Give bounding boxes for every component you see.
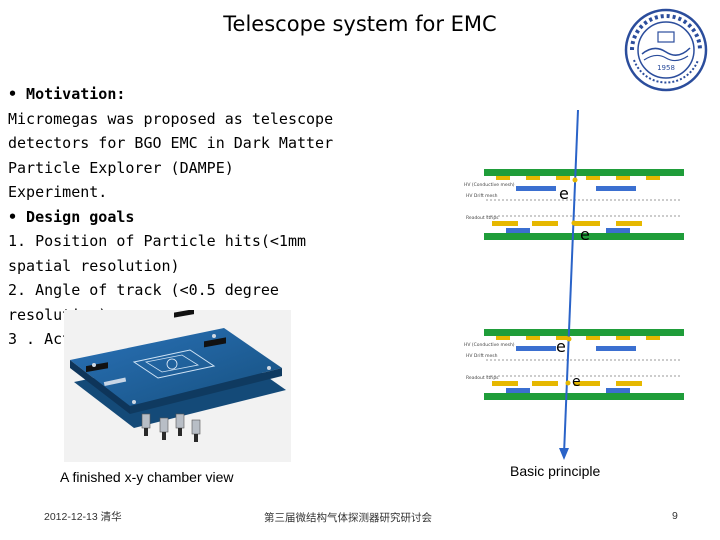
lower-top-board [484, 329, 684, 336]
hit-marker [566, 336, 572, 342]
upper-bottom-board [484, 233, 684, 240]
page-number: 9 [672, 510, 678, 522]
hit-marker [565, 380, 571, 386]
chamber-photo [64, 310, 291, 462]
layer-label-hv-lower: HV (Conductive mesh) [464, 342, 515, 348]
particle-track [563, 109, 579, 455]
university-logo: 1958 [624, 8, 708, 92]
lower-detector: HV (Conductive mesh) HV Drift mesh Reado… [464, 329, 684, 400]
goal-line-5: 3 . Act [8, 330, 72, 348]
footer-conference: 第三届微结构气体探测器研究研讨会 [264, 512, 432, 524]
goal-line-2: spatial resolution) [8, 256, 180, 275]
motivation-line-1: Micromegas was proposed as telescope [8, 109, 334, 128]
motivation-line-4: Experiment. [8, 183, 108, 201]
motivation-heading: • Motivation: [8, 85, 126, 103]
principle-diagram: HV (Conductive mesh) HV Drift mesh Reado… [464, 109, 684, 460]
hit-marker [572, 177, 578, 183]
motivation-line-2: detectors for BGO EMC in Dark Matter [8, 134, 334, 152]
goal-line-1: 1. Position of Particle hits(<1mm [8, 232, 307, 250]
goal-line-3: 2. Angle of track (<0.5 degree [8, 281, 279, 299]
lower-bottom-board [484, 393, 684, 400]
hit-marker [571, 220, 577, 226]
design-goals-heading: • Design goals [8, 207, 135, 226]
layer-label-drift-upper: HV Drift mesh [466, 193, 498, 199]
electron-symbol: e [580, 225, 590, 244]
layer-label-readout-upper: Readout strips [466, 215, 499, 221]
track-arrowhead [559, 448, 569, 460]
diagram-caption: Basic principle [510, 463, 601, 479]
motivation-line-3: Particle Explorer (DAMPE) [8, 158, 234, 177]
footer-date: 2012-12-13 清华 [44, 511, 122, 523]
body-text: • Motivation: Micromegas was proposed as… [8, 82, 353, 352]
electron-symbol: e [559, 184, 569, 203]
svg-text:1958: 1958 [657, 64, 675, 72]
slide-title: Telescope system for EMC [223, 12, 497, 36]
layer-label-readout-lower: Readout strips [466, 375, 499, 381]
photo-caption: A finished x-y chamber view [60, 469, 234, 485]
electron-symbol: e [572, 374, 581, 390]
upper-top-board [484, 169, 684, 176]
electron-symbol: e [556, 337, 566, 356]
layer-label-drift-lower: HV Drift mesh [466, 353, 498, 359]
upper-detector: HV (Conductive mesh) HV Drift mesh Reado… [464, 169, 684, 240]
layer-label-hv-upper: HV (Conductive mesh) [464, 182, 515, 188]
